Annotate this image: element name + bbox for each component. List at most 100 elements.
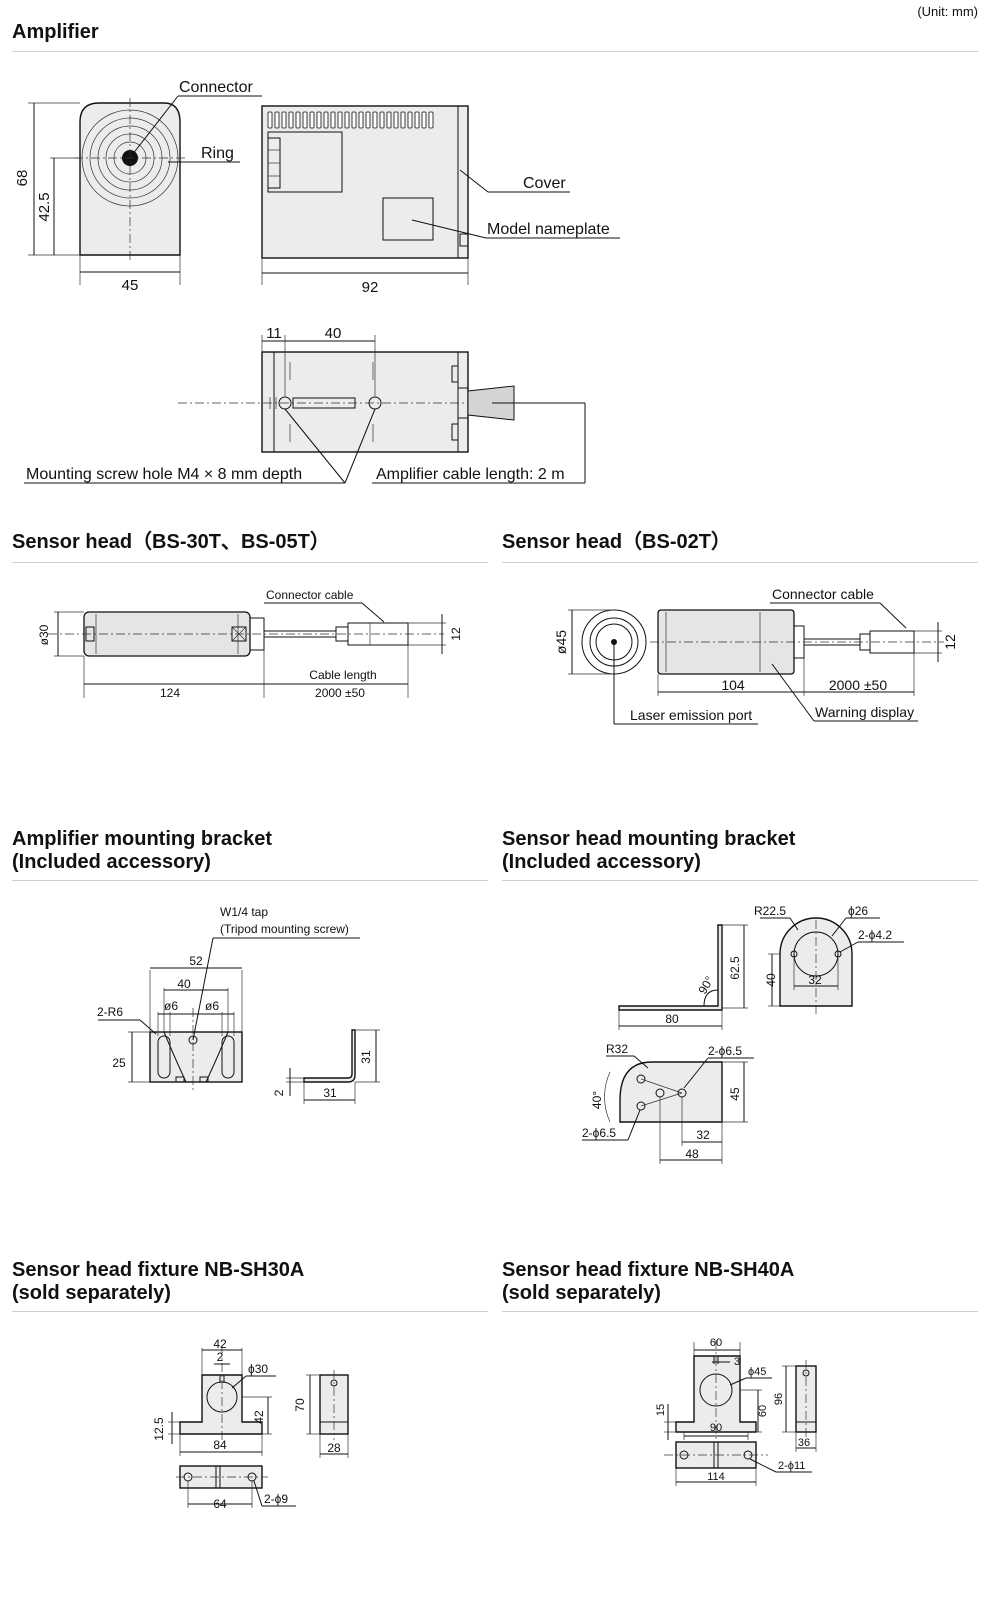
mounting-hole-label: Mounting screw hole M4 × 8 mm depth — [26, 466, 302, 483]
dim-48: 48 — [685, 1147, 699, 1161]
dim-70: 70 — [293, 1398, 307, 1412]
dim-45: 45 — [728, 1087, 742, 1101]
dim-15: 15 — [655, 1404, 667, 1416]
cooling-fin — [330, 111, 336, 129]
cooling-fins — [267, 111, 434, 129]
section-divider — [12, 880, 488, 881]
warning-display-label: Warning display — [815, 704, 914, 720]
dim-60: 60 — [757, 1405, 769, 1417]
section-title-line: (sold separately) — [12, 1282, 171, 1304]
dim-dia-26: ϕ26 — [848, 904, 868, 918]
cover-label: Cover — [523, 175, 566, 192]
unit-note: (Unit: mm) — [917, 4, 978, 19]
dim-2000: 2000 ±50 — [315, 686, 365, 700]
cooling-fin — [288, 111, 294, 129]
connector-cable-label: Connector cable — [266, 588, 354, 602]
dim-42: 42 — [252, 1410, 266, 1424]
dim-92: 92 — [362, 279, 379, 296]
dim-31: 31 — [323, 1086, 337, 1100]
section-title-line: (Included accessory) — [502, 851, 701, 873]
sensor-head-02t-drawing: ø45 12 Connector cable 104 2000 ±50 Lase… — [553, 586, 958, 725]
dim-36: 36 — [798, 1437, 810, 1449]
sh40a-drawing: 60 3 ϕ45 60 15 90 96 36 — [655, 1337, 817, 1486]
cooling-fin — [379, 111, 385, 129]
dim-114: 114 — [707, 1471, 725, 1483]
dim-62-5: 62.5 — [728, 956, 742, 980]
dim-dia-30: ϕ30 — [248, 1362, 268, 1376]
section-title-line: (sold separately) — [502, 1282, 661, 1304]
section-title-head-bracket: Sensor head mounting bracket (Included a… — [502, 828, 795, 874]
cooling-fin — [407, 111, 413, 129]
cooling-fin — [295, 111, 301, 129]
section-title-line: (Included accessory) — [12, 851, 211, 873]
radius-label: R22.5 — [754, 904, 786, 918]
fixture-front-view — [179, 1374, 263, 1435]
amplifier-cable — [467, 385, 515, 421]
cooling-fin — [400, 111, 406, 129]
cooling-fin — [302, 111, 308, 129]
dim-68: 68 — [14, 170, 31, 187]
tap-label: W1/4 tap — [220, 905, 268, 919]
dim-hole-11: 2-ϕ11 — [778, 1460, 805, 1472]
bracket-side-profile — [618, 924, 723, 1011]
connector-cable-label: Connector cable — [772, 586, 874, 602]
amplifier-side-body — [261, 105, 469, 259]
section-title-amplifier: Amplifier — [12, 21, 99, 43]
section-title-line: Amplifier mounting bracket — [12, 828, 273, 850]
cooling-fin — [428, 111, 434, 129]
dim-hole-6-5: 2-ϕ6.5 — [582, 1126, 616, 1140]
dim-52: 52 — [189, 954, 203, 968]
dim-96: 96 — [773, 1393, 785, 1405]
cooling-fin — [267, 111, 273, 129]
dim-42-5: 42.5 — [36, 192, 53, 221]
dim-hole-6-5: 2-ϕ6.5 — [708, 1044, 742, 1058]
section-title-sh30a: Sensor head fixture NB-SH30A (sold separ… — [12, 1259, 304, 1305]
bracket-side-profile — [303, 1029, 356, 1083]
dim-90: 90 — [710, 1422, 722, 1434]
cooling-fin — [358, 111, 364, 129]
dim-80: 80 — [665, 1012, 679, 1026]
dim-dia-45: ϕ45 — [748, 1366, 766, 1378]
dim-64: 64 — [213, 1497, 227, 1511]
dim-32: 32 — [808, 973, 822, 987]
dim-45: 45 — [122, 277, 139, 294]
dim-28: 28 — [327, 1441, 341, 1455]
section-divider — [12, 51, 978, 52]
dim-31: 31 — [359, 1050, 373, 1064]
section-title-sensor-02t: Sensor head（BS-02T） — [502, 531, 731, 553]
dim-84: 84 — [213, 1438, 227, 1452]
cooling-fin — [365, 111, 371, 129]
cooling-fin — [274, 111, 280, 129]
dim-42: 42 — [213, 1337, 227, 1351]
bracket-plan-view — [619, 1061, 723, 1123]
cooling-fin — [316, 111, 322, 129]
dim-11: 11 — [266, 325, 282, 342]
head-bracket-drawing: 90° 62.5 80 32 40 R22.5 ϕ26 2-ϕ4.2 — [582, 904, 904, 1164]
dim-hole-4-2: 2-ϕ4.2 — [858, 928, 892, 942]
cooling-fin — [309, 111, 315, 129]
cable-length-label: Cable length — [309, 668, 376, 682]
cooling-fin — [351, 111, 357, 129]
cooling-fin — [414, 111, 420, 129]
section-divider — [12, 562, 488, 563]
dim-dia-30: ø30 — [37, 624, 51, 645]
dim-dia-45: ø45 — [553, 630, 569, 654]
section-title-line: Sensor head fixture NB-SH40A — [502, 1259, 795, 1281]
cooling-fin — [393, 111, 399, 129]
sensor-head-30t-drawing: ø30 12 Connector cable 124 Cable length … — [37, 588, 463, 700]
dim-2000: 2000 ±50 — [829, 677, 888, 693]
dim-32: 32 — [696, 1128, 710, 1142]
dim-124: 124 — [160, 686, 180, 700]
radius-label: R32 — [606, 1042, 628, 1056]
dim-hole-9: 2-ϕ9 — [264, 1492, 288, 1506]
tap-note: (Tripod mounting screw) — [220, 922, 349, 936]
dim-12-5: 12.5 — [152, 1417, 166, 1441]
dim-40: 40 — [764, 973, 778, 987]
dim-dia-6: ø6 — [205, 999, 219, 1013]
section-divider — [502, 880, 978, 881]
nameplate-label: Model nameplate — [487, 221, 610, 238]
section-divider — [502, 562, 978, 563]
section-title-sensor-30t: Sensor head（BS-30T、BS-05T） — [12, 531, 330, 553]
section-title-line: Sensor head fixture NB-SH30A — [12, 1259, 305, 1281]
